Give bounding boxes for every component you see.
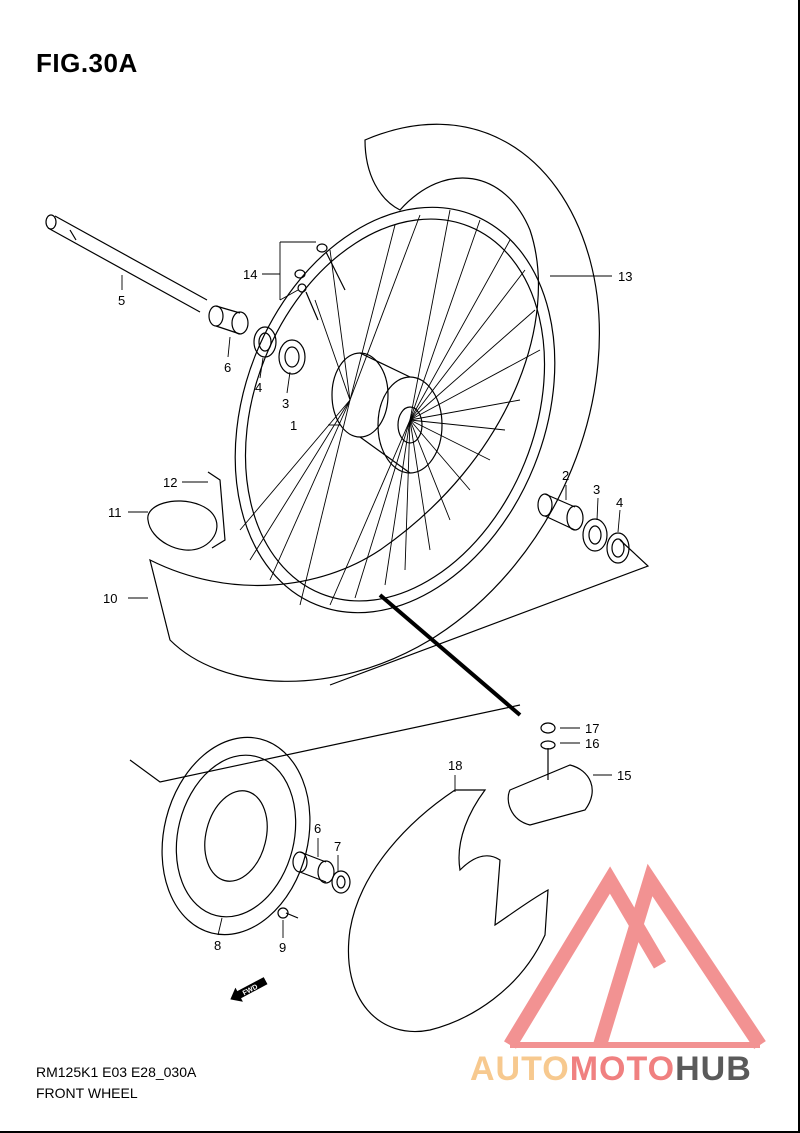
- tire-outline: [149, 123, 600, 682]
- bearing-right: [582, 518, 608, 552]
- brake-disc: [161, 736, 311, 936]
- spacer-lower: [292, 851, 335, 884]
- logo-auto: AUTO: [470, 1050, 570, 1088]
- disc-bolt: [277, 907, 299, 919]
- callout-9: 9: [279, 940, 286, 955]
- rim-band: [207, 471, 226, 549]
- callout-7: 7: [334, 839, 341, 854]
- callout-8: 8: [214, 938, 221, 953]
- wheel-rim: [234, 206, 556, 614]
- spacer-right: [537, 493, 584, 531]
- callout-13: 13: [618, 269, 632, 284]
- watermark-logo: AUTOMOTOHUB: [470, 1050, 752, 1089]
- callout-16: 16: [585, 736, 599, 751]
- callout-17: 17: [585, 721, 599, 736]
- logo-moto: MOTO: [569, 1050, 676, 1088]
- front-axle: [45, 214, 208, 313]
- callout-1: 1: [290, 418, 297, 433]
- bearing-top: [278, 339, 306, 375]
- wheel-rim-inner: [244, 218, 546, 602]
- spoke-nipples: [294, 243, 346, 321]
- callout-6-lower: 6: [314, 821, 321, 836]
- rim-lock-nut: [540, 722, 556, 734]
- callout-3-top: 3: [282, 396, 289, 411]
- callout-4-top: 4: [255, 380, 262, 395]
- hub-flange-rear: [331, 352, 389, 438]
- tube-section: [147, 500, 218, 551]
- callout-4-right: 4: [616, 495, 623, 510]
- figure-name: FRONT WHEEL: [36, 1085, 138, 1101]
- hub-bore: [397, 406, 423, 444]
- diagram-drawing: [45, 123, 650, 1032]
- spacer-top: [208, 305, 249, 335]
- oil-seal-right: [606, 532, 630, 564]
- callout-5: 5: [118, 293, 125, 308]
- figure-code: RM125K1 E03 E28_030A: [36, 1064, 197, 1080]
- logo-hub: HUB: [675, 1050, 752, 1088]
- fwd-arrow: FWD: [230, 977, 268, 1002]
- disc-cover: [348, 789, 549, 1032]
- figure-title: FIG.30A: [36, 48, 138, 78]
- oil-seal-top: [253, 326, 277, 358]
- callout-3-right: 3: [593, 482, 600, 497]
- callout-10: 10: [103, 591, 117, 606]
- logo-mark: [504, 863, 766, 1049]
- spokes: [239, 209, 541, 606]
- callout-14: 14: [243, 267, 257, 282]
- axle-nut: [331, 870, 351, 894]
- callout-6-top: 6: [224, 360, 231, 375]
- callout-12: 12: [163, 475, 177, 490]
- callout-11: 11: [108, 505, 122, 520]
- callout-15: 15: [617, 768, 631, 783]
- ground-line-upper: [329, 539, 650, 686]
- leader-lines: [121, 241, 621, 938]
- rim-lock: [507, 764, 593, 826]
- valve-pointer: [378, 593, 522, 717]
- callout-2: 2: [562, 468, 569, 483]
- callout-18: 18: [448, 758, 462, 773]
- callout-labels: 1 2 3 3 4 4 5 6 6 7 8 9 10 11 12 13 14 1…: [103, 267, 632, 955]
- ground-line-lower: [129, 704, 521, 783]
- washer: [540, 740, 556, 750]
